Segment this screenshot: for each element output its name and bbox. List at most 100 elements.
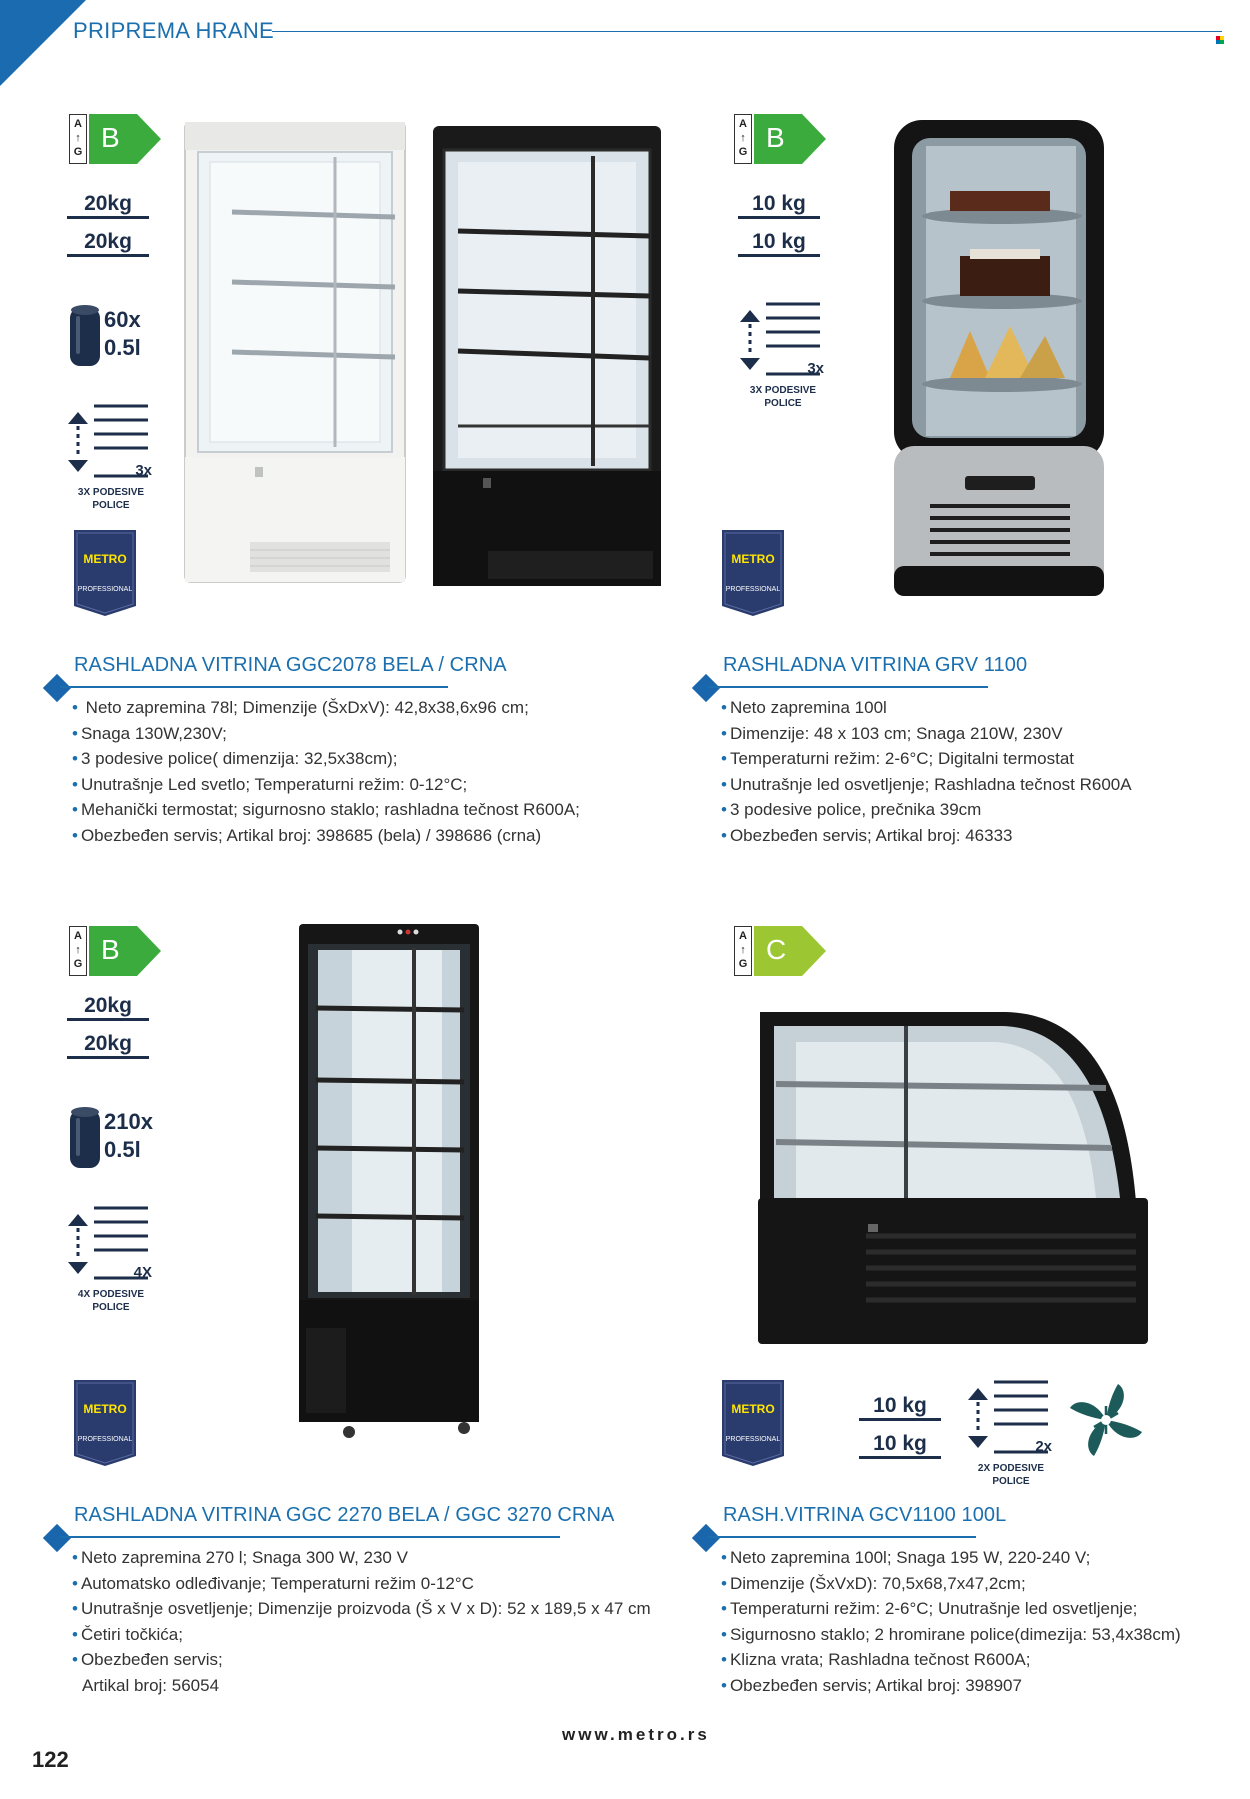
can-count: 60x (104, 307, 141, 332)
energy-class-arrow-icon (754, 114, 826, 164)
title-diamond-icon (691, 673, 721, 703)
spec-item: Artikal broj: 56054 (82, 1675, 220, 1695)
corner-accent (0, 0, 86, 86)
spec-item: Neto zapremina 270 l; Snaga 300 W, 230 V (72, 1545, 651, 1571)
spec-item: Unutrašnje Led svetlo; Temperaturni reži… (72, 772, 580, 798)
title-rule (60, 686, 448, 688)
spec-item: Neto zapremina 100l (721, 695, 1132, 721)
energy-scale-arrow: ↑ (75, 944, 81, 956)
spec-list: Neto zapremina 270 l; Snaga 300 W, 230 V… (72, 1545, 651, 1699)
spec-item: Dimenzije: 48 x 103 cm; Snaga 210W, 230V (721, 721, 1132, 747)
energy-scale-top: A (739, 930, 747, 942)
metro-badge-icon (722, 530, 784, 616)
countertop-display-fridge-image (758, 1012, 1148, 1344)
spec-item: Snaga 130W,230V; (72, 721, 580, 747)
energy-scale-bottom: G (738, 146, 748, 158)
shelves-info: 2x 2X PODESIVE POLICE (966, 1380, 1056, 1490)
energy-class-arrow-icon (754, 926, 826, 976)
energy-scale-bottom: G (738, 958, 748, 970)
white-display-fridge-image (184, 122, 406, 583)
shelves-caption-line1: 4X PODESIVE (77, 1289, 145, 1300)
title-diamond-icon (691, 1523, 721, 1553)
metro-brand: METRO (83, 552, 127, 566)
can-volume: 0.5l (104, 335, 141, 360)
shelves-caption-line2: POLICE (992, 1476, 1030, 1487)
shelves-count: 3x (807, 360, 824, 377)
weight-capacity: 20kg (67, 192, 149, 219)
metro-badge-icon (74, 530, 136, 616)
spec-item: Obezbeđen servis; (72, 1647, 651, 1673)
energy-scale-arrow: ↑ (740, 132, 746, 144)
shelves-caption-line1: 3X PODESIVE (749, 385, 817, 396)
shelves-count: 3x (135, 462, 152, 479)
spec-item: Sigurnosno staklo; 2 hromirane police(di… (721, 1622, 1181, 1648)
shelves-caption: 4X PODESIVE POLICE (66, 1288, 156, 1314)
energy-scale-arrow: ↑ (75, 132, 81, 144)
shelves-caption-line2: POLICE (764, 398, 802, 409)
title-diamond-icon (42, 1523, 72, 1553)
metro-professional-badge: METRO PROFESSIONAL (74, 530, 136, 616)
spec-item: Dimenzije (ŠxVxD): 70,5x68,7x47,2cm; (721, 1571, 1181, 1597)
weight-capacity: 10 kg (738, 192, 820, 219)
can-volume: 0.5l (104, 1137, 141, 1162)
product-title: RASHLADNA VITRINA GGC 2270 BELA / GGC 32… (74, 1504, 615, 1526)
shelves-caption: 3X PODESIVE POLICE (66, 486, 156, 512)
spec-item: Obezbeđen servis; Artikal broj: 398907 (721, 1673, 1181, 1699)
metro-brand: METRO (731, 552, 775, 566)
title-diamond-icon (42, 673, 72, 703)
spec-item: Četiri točkića; (72, 1622, 651, 1648)
product-title: RASHLADNA VITRINA GGC2078 BELA / CRNA (74, 654, 507, 676)
can-text: 60x 0.5l (104, 306, 141, 362)
energy-label: A ↑ G C (734, 926, 826, 976)
header-rule (272, 31, 1222, 32)
can-capacity: 210x 0.5l (68, 1104, 158, 1174)
energy-scale-bottom: G (73, 146, 83, 158)
energy-scale: A ↑ G (69, 926, 87, 976)
spec-item: Unutrašnje led osvetljenje; Rashladna te… (721, 772, 1132, 798)
shelves-info: 3x 3X PODESIVE POLICE (66, 404, 156, 514)
product-title: RASH.VITRINA GCV1100 100L (723, 1504, 1007, 1526)
metro-professional-badge: METRO PROFESSIONAL (722, 1380, 784, 1466)
round-cake-display-fridge-image (894, 120, 1104, 596)
website-url[interactable]: www.metro.rs (562, 1725, 710, 1744)
energy-class: C (766, 934, 787, 965)
title-rule (708, 1536, 976, 1538)
title-rule (708, 686, 988, 688)
spec-list: Neto zapremina 78l; Dimenzije (ŠxDxV): 4… (72, 695, 580, 849)
metro-mini-logo-icon (1216, 36, 1224, 44)
shelves-caption-line2: POLICE (92, 1302, 130, 1313)
tall-display-fridge-image (299, 924, 479, 1438)
metro-badge-icon (74, 1380, 136, 1466)
adjustable-shelves-icon (68, 1206, 148, 1280)
spec-item: Temperaturni režim: 2-6°C; Digitalni ter… (721, 746, 1132, 772)
can-icon (70, 305, 100, 366)
adjustable-shelves-icon (740, 302, 820, 376)
energy-scale-top: A (74, 930, 82, 942)
metro-brand: METRO (731, 1402, 775, 1416)
adjustable-shelves-icon (968, 1380, 1048, 1454)
metro-badge-icon (722, 1380, 784, 1466)
spec-item: 3 podesive police( dimenzija: 32,5x38cm)… (72, 746, 580, 772)
shelves-info: 3x 3X PODESIVE POLICE (738, 302, 828, 412)
shelves-caption: 2X PODESIVE POLICE (966, 1462, 1056, 1488)
shelves-count: 2x (1035, 1438, 1052, 1455)
energy-scale-top: A (74, 118, 82, 130)
shelves-caption-line2: POLICE (92, 500, 130, 511)
spec-item: Obezbeđen servis; Artikal broj: 46333 (721, 823, 1132, 849)
spec-item: Mehanički termostat; sigurnosno staklo; … (72, 797, 580, 823)
metro-sub: PROFESSIONAL (725, 586, 781, 593)
energy-scale-top: A (739, 118, 747, 130)
spec-item: Temperaturni režim: 2-6°C; Unutrašnje le… (721, 1596, 1181, 1622)
spec-item: Neto zapremina 78l; Dimenzije (ŠxDxV): 4… (72, 695, 580, 721)
energy-class: B (101, 122, 120, 153)
shelves-caption-line1: 3X PODESIVE (77, 487, 145, 498)
spec-item: Klizna vrata; Rashladna tečnost R600A; (721, 1647, 1181, 1673)
weight-capacity: 20kg (67, 1032, 149, 1059)
energy-label: A ↑ G B (734, 114, 826, 164)
shelves-caption-line1: 2X PODESIVE (977, 1463, 1045, 1474)
spec-item: Obezbeđen servis; Artikal broj: 398685 (… (72, 823, 580, 849)
weight-capacity: 20kg (67, 230, 149, 257)
spec-item: Neto zapremina 100l; Snaga 195 W, 220-24… (721, 1545, 1181, 1571)
weight-capacity: 10 kg (859, 1432, 941, 1459)
metro-sub: PROFESSIONAL (725, 1436, 781, 1443)
